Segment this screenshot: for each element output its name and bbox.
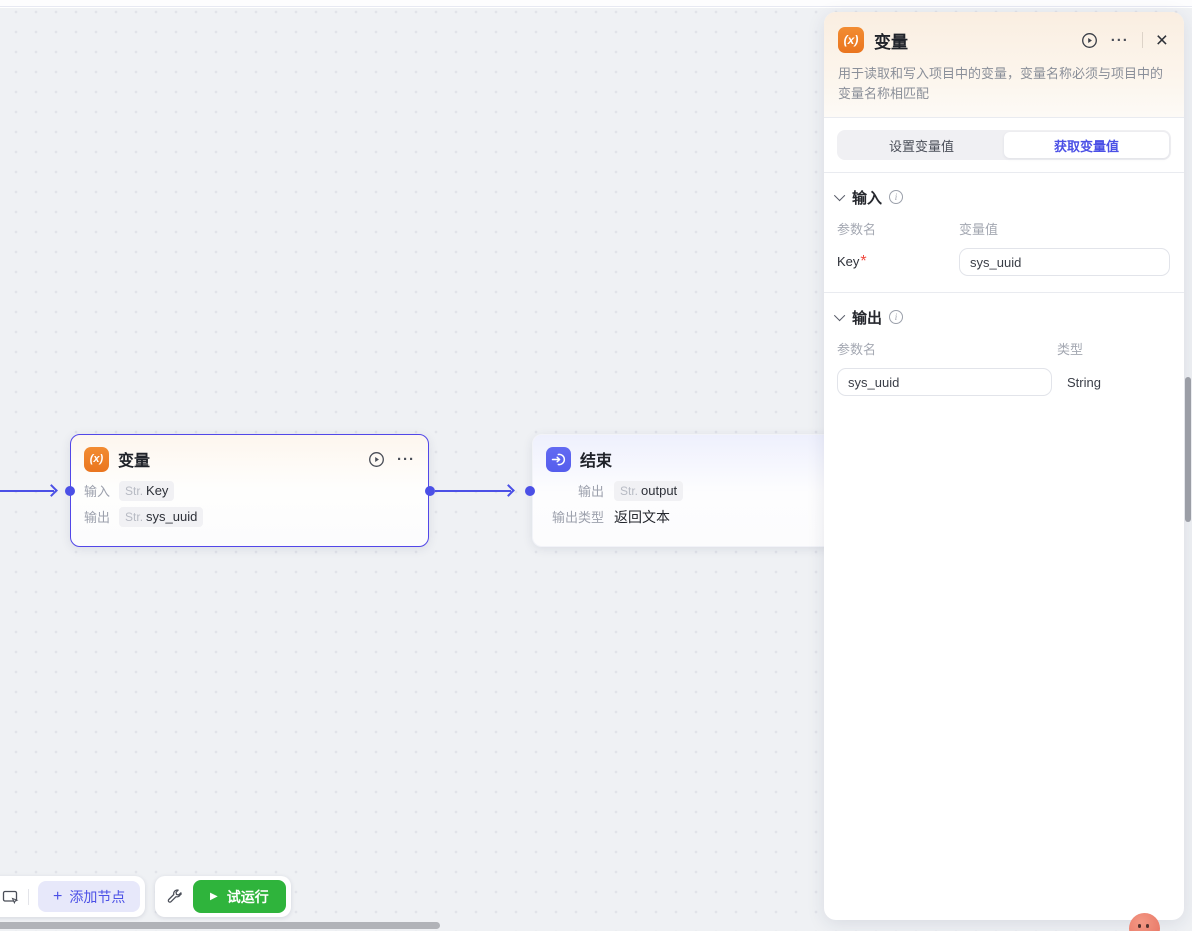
horizontal-scrollbar[interactable]: [0, 922, 440, 929]
end-node-input-port[interactable]: [525, 486, 535, 496]
variable-node[interactable]: (x) 变量 ··· 输入 Str. Key 输出: [70, 434, 429, 547]
panel-header: (x) 变量 ··· × 用于读取和写入项目中的变量，变量名称必须与项目中的变量…: [824, 12, 1184, 118]
edge-variable-to-end-line: [435, 490, 511, 492]
tag-type: Str.: [620, 483, 639, 498]
col-type: 类型: [1057, 342, 1084, 358]
vertical-scrollbar[interactable]: [1185, 377, 1191, 522]
test-run-button[interactable]: ▶ 试运行: [193, 880, 286, 913]
col-param-name: 参数名: [837, 342, 877, 358]
input-section-title: 输入: [852, 189, 883, 207]
avatar-eye: [1138, 924, 1141, 928]
variable-output-tag: Str. sys_uuid: [119, 506, 204, 527]
canvas-toolbar: + 添加节点: [0, 876, 146, 917]
panel-run-icon[interactable]: [1081, 32, 1098, 49]
end-node-icon: [546, 446, 571, 472]
panel-close-icon[interactable]: ×: [1155, 28, 1168, 52]
edge-variable-to-end-arrowhead: [502, 484, 515, 497]
divider: [824, 292, 1184, 294]
variable-node-header[interactable]: (x) 变量 ···: [71, 435, 428, 472]
chevron-down-icon[interactable]: [833, 310, 846, 322]
end-node-title: 结束: [580, 453, 613, 470]
tab-set-variable[interactable]: 设置变量值: [888, 138, 954, 154]
end-output-tag: Str. output: [614, 480, 684, 501]
run-toolbar: ▶ 试运行: [155, 876, 291, 917]
output-type-value: 返回文本: [614, 508, 670, 525]
node-run-icon[interactable]: [368, 451, 385, 468]
panel-more-icon[interactable]: ···: [1110, 31, 1129, 49]
exit-arrow-icon: [551, 453, 566, 465]
variable-mode-tabs: 设置变量值 获取变量值: [837, 130, 1171, 161]
end-node[interactable]: 结束 输出 Str. output 输出类型 返回文本: [532, 434, 862, 547]
variable-node-input-row: 输入 Str. Key: [84, 480, 415, 501]
edge-incoming-line: [0, 490, 54, 492]
variable-node-title: 变量: [118, 453, 151, 470]
variable-node-output-row: 输出 Str. sys_uuid: [84, 506, 415, 527]
tag-value: Key: [146, 483, 169, 498]
row-label: 输出: [577, 484, 604, 499]
variable-glyph: (x): [89, 453, 104, 465]
edge-incoming-arrowhead: [45, 484, 58, 497]
tag-value: sys_uuid: [146, 509, 198, 524]
key-value-input[interactable]: [959, 248, 1170, 277]
end-node-output-row: 输出 Str. output: [546, 480, 848, 501]
variable-input-tag: Str. Key: [119, 480, 175, 501]
add-node-button[interactable]: + 添加节点: [38, 881, 141, 912]
tag-value: output: [641, 483, 678, 498]
play-icon: ▶: [210, 891, 218, 902]
toolbar-divider: [28, 888, 29, 905]
variable-glyph: (x): [843, 33, 859, 47]
output-section: 输出 i 参数名 类型 String: [824, 293, 1184, 412]
variable-node-icon: (x): [84, 446, 109, 472]
output-type-value: String: [1067, 374, 1101, 390]
row-label: 输入: [84, 484, 111, 499]
node-settings-panel: (x) 变量 ··· × 用于读取和写入项目中的变量，变量名称必须与项目中的变量…: [824, 12, 1184, 920]
variable-node-input-port[interactable]: [65, 486, 75, 496]
info-icon: i: [889, 310, 904, 325]
input-key-label: Key: [837, 254, 860, 270]
panel-title: 变量: [874, 32, 908, 52]
test-run-label: 试运行: [226, 888, 269, 905]
input-section: 输入 i 参数名 变量值 Key*: [824, 173, 1184, 292]
wrench-icon[interactable]: [167, 888, 183, 905]
chevron-down-icon[interactable]: [833, 190, 846, 202]
divider: [824, 172, 1184, 174]
tab-get-variable[interactable]: 获取变量值: [1004, 132, 1169, 159]
row-label: 输出: [84, 510, 111, 525]
col-variable-value: 变量值: [959, 222, 999, 238]
info-icon: i: [889, 190, 904, 205]
tag-type: Str.: [125, 509, 144, 524]
top-window-strip: [0, 0, 1192, 7]
divider: [824, 117, 1184, 119]
panel-header-divider: [1141, 32, 1143, 48]
panel-description: 用于读取和写入项目中的变量，变量名称必须与项目中的变量名称相匹配: [838, 66, 1164, 102]
end-node-output-type-row: 输出类型 返回文本: [546, 506, 848, 527]
variable-node-output-port[interactable]: [425, 486, 435, 496]
marquee-select-icon[interactable]: [2, 888, 19, 905]
assistant-avatar[interactable]: [1129, 913, 1160, 931]
col-param-name: 参数名: [837, 222, 877, 238]
tag-type: Str.: [125, 483, 144, 498]
output-section-title: 输出: [852, 309, 883, 327]
add-node-label: 添加节点: [69, 888, 126, 905]
node-more-icon[interactable]: ···: [397, 450, 415, 468]
end-node-header[interactable]: 结束: [533, 435, 861, 472]
avatar-eye: [1146, 924, 1149, 928]
required-asterisk: *: [860, 253, 867, 271]
plus-icon: +: [53, 887, 63, 905]
panel-variable-icon: (x): [838, 27, 864, 53]
row-label: 输出类型: [551, 510, 604, 525]
output-param-input[interactable]: [837, 368, 1052, 397]
